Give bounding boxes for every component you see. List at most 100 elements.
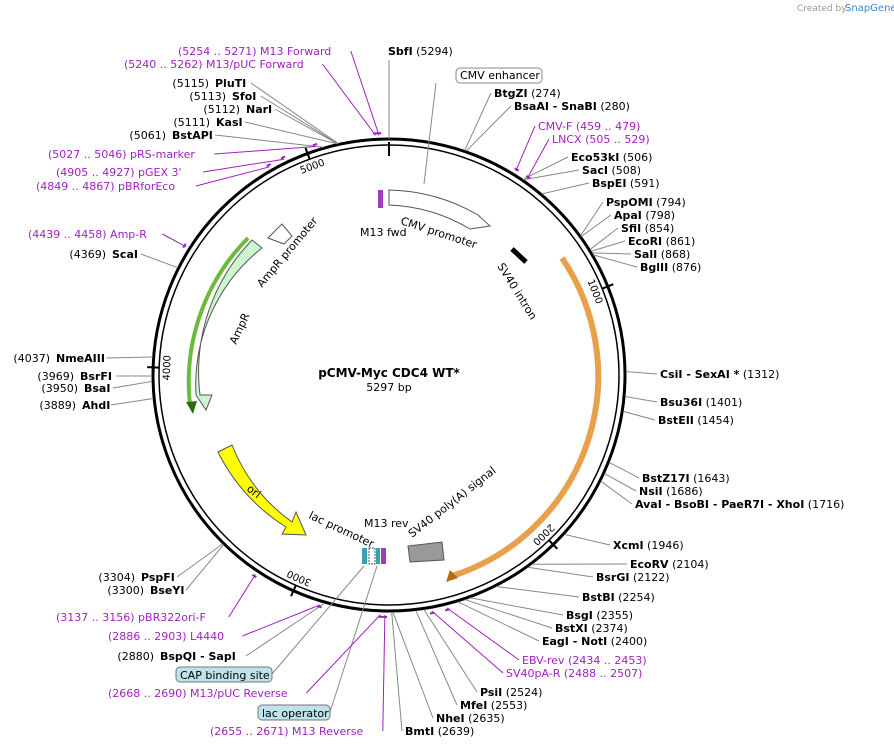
sv40-intron-mark xyxy=(510,247,528,264)
site-label-bsaai: BsaAI - SnaBI (280) xyxy=(514,100,630,113)
primer-leader xyxy=(431,610,504,674)
site-leader xyxy=(245,602,326,657)
cmv-enhancer-box xyxy=(455,67,543,84)
primer-label-amp-r: (4439 .. 4458) Amp-R xyxy=(28,228,147,241)
primer-label-l4440: (2886 .. 2903) L4440 xyxy=(108,630,224,643)
site-label-nhei: NheI (2635) xyxy=(436,712,505,725)
site-leader xyxy=(590,240,626,252)
site-leader xyxy=(522,156,569,180)
site-leader xyxy=(464,92,492,151)
site-label-mfei: MfeI (2553) xyxy=(460,699,527,712)
primer-leader xyxy=(242,604,321,637)
site-label-eagi: EagI - NotI (2400) xyxy=(542,635,647,648)
tick-label-3000: 3000 xyxy=(285,567,313,587)
site-leader xyxy=(541,182,590,195)
site-leader xyxy=(523,169,580,181)
site-leader xyxy=(250,82,339,144)
primer-label-lncx: LNCX (505 .. 529) xyxy=(552,133,650,146)
ori-arrow xyxy=(217,444,307,536)
site-label-scai: ScaI xyxy=(112,248,138,261)
primer-marker xyxy=(429,611,435,615)
site-pos: (3304) xyxy=(98,571,135,584)
ampr-promoter-arrow xyxy=(267,223,293,245)
site-leader xyxy=(589,227,619,250)
m13-rev-marker xyxy=(381,548,386,564)
site-label-bspei: BspEI (591) xyxy=(592,177,660,190)
orf-arrowhead xyxy=(446,570,458,582)
primer-leader xyxy=(446,607,520,661)
site-pos: (5113) xyxy=(189,90,226,103)
snapgene-logo: SnapGene xyxy=(845,3,894,14)
primer-leader xyxy=(306,614,381,694)
site-leader xyxy=(593,254,638,268)
site-leader xyxy=(623,410,656,421)
primer-label-m13-reverse: (2655 .. 2671) M13 Reverse xyxy=(210,725,363,738)
site-label-sbfi: SbfI (5294) xyxy=(388,45,453,58)
cap-site-marker xyxy=(362,548,367,564)
site-leader xyxy=(415,610,458,706)
cap-site-leader xyxy=(271,565,365,675)
primer-leader xyxy=(515,125,536,172)
tick-label-5000: 5000 xyxy=(299,158,327,177)
site-leader xyxy=(185,544,224,591)
lac-promoter-marker xyxy=(368,547,376,565)
primer-leader xyxy=(162,233,187,248)
site-leader xyxy=(600,480,633,505)
primer-label-ebv-rev: EBV-rev (2434 .. 2453) xyxy=(522,654,647,667)
plasmid-name: pCMV-Myc CDC4 WT* xyxy=(318,366,460,380)
site-label-psii: PsiI (2524) xyxy=(480,686,542,699)
site-pos: (5111) xyxy=(173,116,210,129)
primer-marker xyxy=(266,163,272,168)
site-label-nmeaiii: NmeAIII xyxy=(56,352,105,365)
site-label-nari: NarI xyxy=(246,103,272,116)
site-label-ecorv: EcoRV (2104) xyxy=(630,558,709,571)
site-leader xyxy=(580,201,604,236)
sv40-intron-label: SV40 intron xyxy=(494,261,539,322)
site-leader xyxy=(392,611,434,719)
site-label-pspfi: PspFI xyxy=(141,571,175,584)
cmv-enhancer-label: CMV enhancer xyxy=(460,69,540,82)
site-label-csii: CsiI - SexAI * (1312) xyxy=(660,368,779,381)
primer-leader xyxy=(214,145,316,155)
tick-1000 xyxy=(601,283,614,290)
site-pos: (3300) xyxy=(107,584,144,597)
cmv-promoter-arrow xyxy=(388,189,492,230)
site-leader xyxy=(592,252,632,255)
site-label-bglii: BglII (876) xyxy=(640,261,701,274)
site-leader xyxy=(609,462,640,479)
primer-marker xyxy=(444,608,450,612)
site-pos: (3889) xyxy=(39,399,76,412)
cap-site-box xyxy=(175,666,273,683)
site-pos: (5115) xyxy=(172,77,209,90)
primer-leader xyxy=(228,574,256,618)
primer-marker xyxy=(251,573,257,579)
site-label-bstapi: BstAPI xyxy=(172,129,213,142)
site-leader xyxy=(110,398,154,406)
ampr-arrow xyxy=(195,239,263,412)
site-leader xyxy=(391,611,403,732)
lac-operator-label: lac operator xyxy=(262,707,329,720)
site-label-bsrgi: BsrGI (2122) xyxy=(596,571,670,584)
site-leader xyxy=(495,586,580,598)
site-leader xyxy=(469,597,564,616)
lac-operator-marker xyxy=(376,548,380,564)
site-label-bseyi: BseYI xyxy=(150,584,184,597)
site-label-bsu36i: Bsu36I (1401) xyxy=(660,396,742,409)
primer-marker xyxy=(317,605,323,609)
site-label-bstxi: BstXI (2374) xyxy=(555,622,628,635)
site-label-bsgi: BsgI (2355) xyxy=(566,609,633,622)
primer-label-m13-puc-forward: (5240 .. 5262) M13/pUC Forward xyxy=(124,58,304,71)
primer-marker xyxy=(312,142,318,147)
site-pos: (3950) xyxy=(41,382,78,395)
site-label-eco53ki: Eco53kI (506) xyxy=(571,151,652,164)
site-label-pspomi: PspOMI (794) xyxy=(606,196,686,209)
site-leader xyxy=(140,253,178,269)
primer-leader xyxy=(195,166,270,187)
orf-feature-arc xyxy=(451,256,602,579)
tick-5000 xyxy=(304,147,311,160)
site-label-sali: SalI (868) xyxy=(634,248,690,261)
primer-label-m13-puc-reverse: (2668 .. 2690) M13/pUC Reverse xyxy=(108,687,288,700)
cmv-enhancer-leader xyxy=(423,82,437,185)
site-leader xyxy=(527,566,594,578)
